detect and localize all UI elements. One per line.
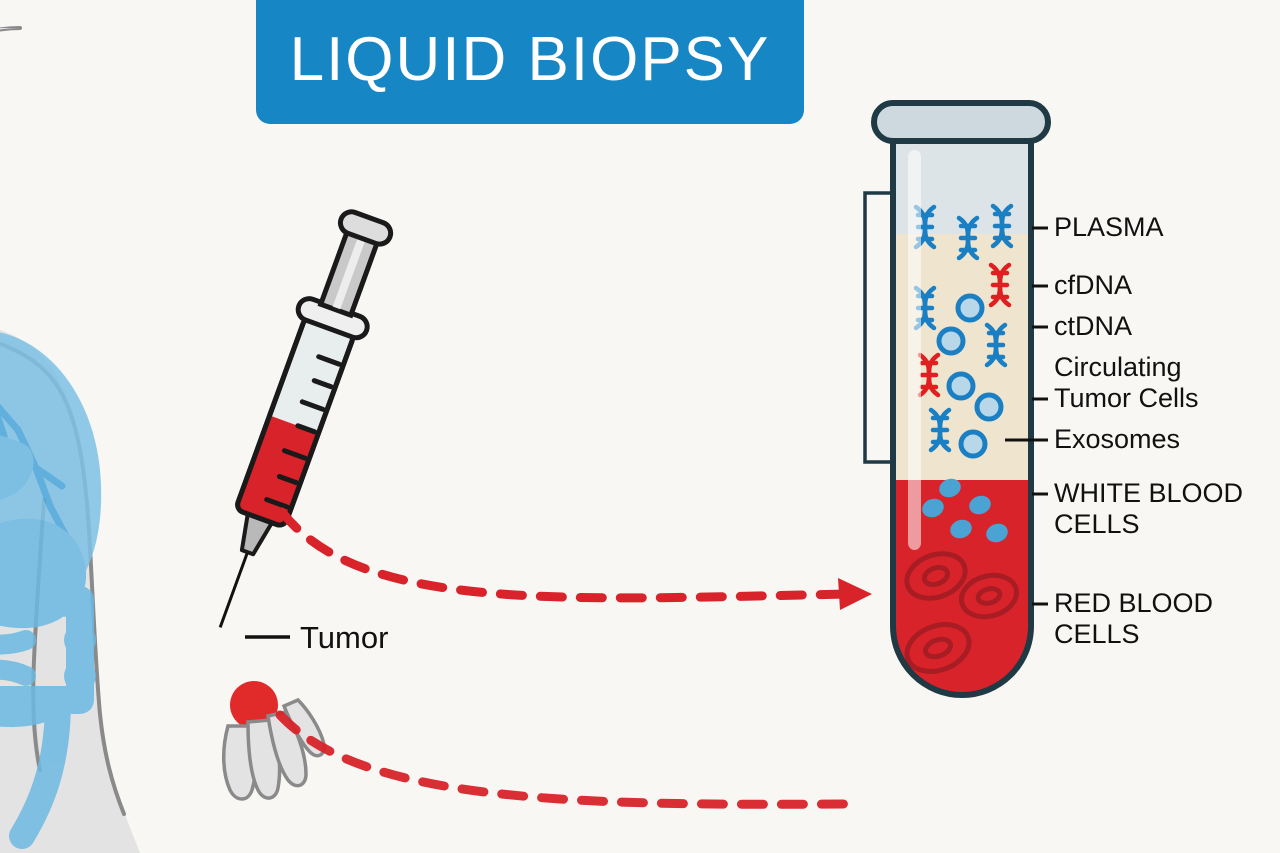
label-leader-lines [1005,226,1048,606]
tube-highlight [908,150,921,550]
exosome-group [936,293,1004,459]
tumor-to-tube-arrow [275,710,850,809]
blood-collection-tube [871,100,1051,698]
organs-group [0,332,102,849]
plasma-bracket [863,191,893,464]
label-white-blood-cells-line2: CELLS [1054,509,1140,539]
tumor-dot [230,681,278,729]
label-cfdna: cfDNA [1054,270,1133,300]
label-circulating-tumor-cells-line2: Tumor Cells [1054,383,1199,413]
label-exosomes: Exosomes [1054,424,1181,454]
label-circulating-tumor-cells-line1: Circulating [1054,352,1182,382]
ctdna-group [917,262,1012,398]
title-banner: LIQUID BIOPSY [256,0,804,124]
red-blood-cell-group [904,551,1020,674]
human-body-silhouette [0,26,140,853]
syringe-to-tube-arrow [277,507,872,610]
label-red-blood-cells-line1: RED BLOOD [1054,588,1214,618]
label-white-blood-cells-line1: WHITE BLOOD [1054,478,1244,508]
hand [221,697,327,801]
label-red-blood-cells-line2: CELLS [1054,619,1140,649]
tube-cap [871,100,1051,144]
label-ctdna: ctDNA [1054,311,1133,341]
label-tumor: Tumor [300,620,389,655]
tumor-marker [230,635,290,729]
label-plasma: PLASMA [1054,212,1164,242]
syringe [218,209,394,628]
page-title: LIQUID BIOPSY [289,24,771,94]
white-blood-cell-group [922,478,1008,543]
